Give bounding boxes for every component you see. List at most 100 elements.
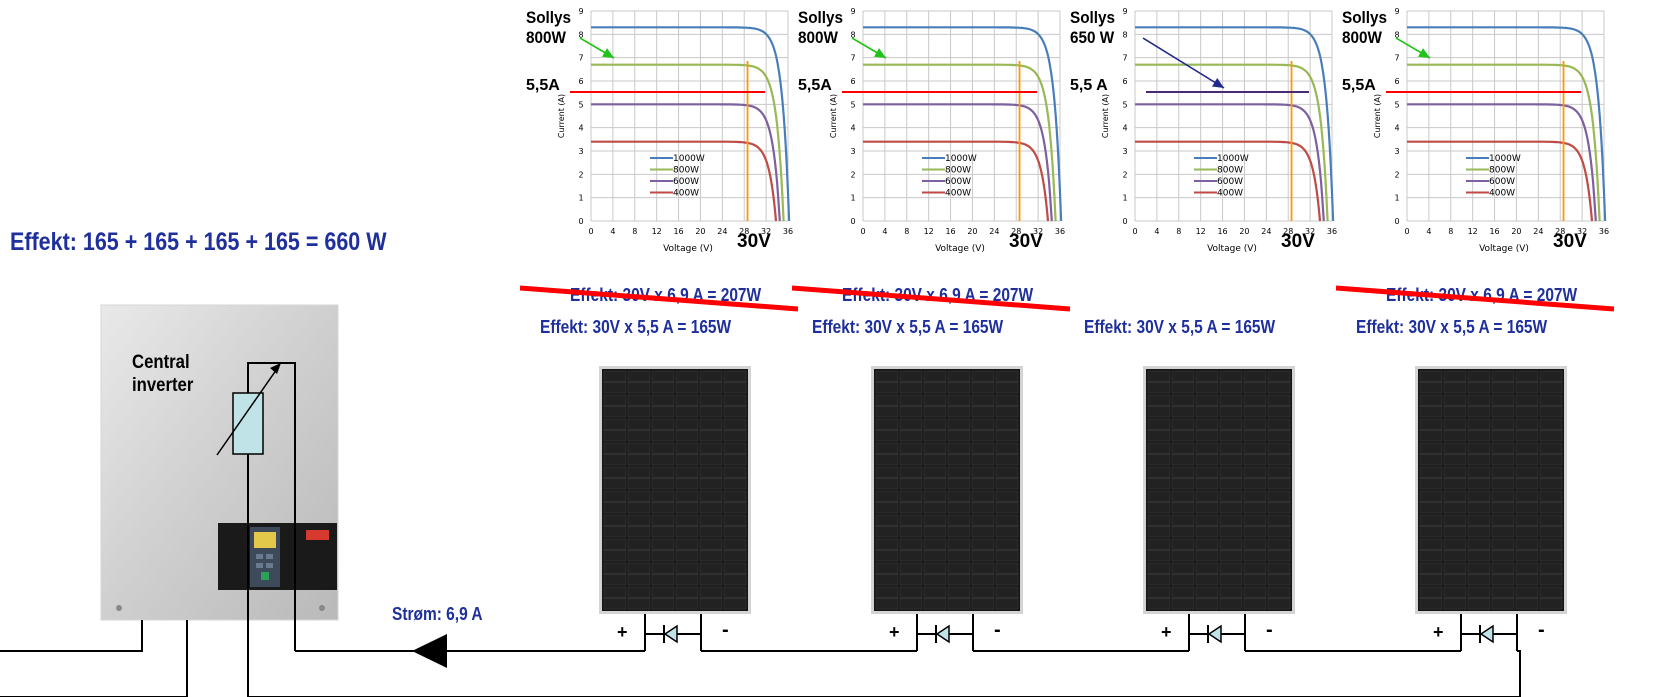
bypass-diode bbox=[916, 614, 974, 651]
legend-label: 800W bbox=[945, 166, 971, 176]
current-limit-label: 5,5A bbox=[526, 77, 560, 94]
legend-label: 1000W bbox=[1217, 154, 1249, 164]
y-tick-label: 1 bbox=[578, 194, 583, 203]
legend-label: 600W bbox=[1489, 177, 1515, 187]
pointer-arrow bbox=[1142, 37, 1225, 89]
y-tick-label: 5 bbox=[1122, 100, 1127, 109]
iv-curve bbox=[1407, 103, 1597, 222]
current-label: Strøm: 6,9 A bbox=[392, 604, 483, 624]
bypass-diode bbox=[644, 614, 702, 651]
regulator-symbol bbox=[232, 392, 264, 455]
pointer-arrowhead bbox=[873, 48, 886, 58]
minus-terminal: - bbox=[1538, 619, 1545, 641]
y-axis-label: Current (A) bbox=[557, 94, 566, 138]
iv-curve bbox=[591, 26, 791, 222]
y-tick-label: 5 bbox=[850, 100, 855, 109]
x-tick-label: 28 bbox=[739, 227, 749, 236]
sunlight-label: Sollys 650 W bbox=[1070, 8, 1116, 47]
pointer-arrowhead bbox=[1417, 48, 1430, 58]
y-tick-label: 6 bbox=[1122, 77, 1127, 86]
chart-overlay bbox=[570, 37, 765, 93]
y-tick-label: 8 bbox=[578, 30, 583, 39]
y-axis-label: Current (A) bbox=[829, 94, 838, 138]
y-tick-label: 8 bbox=[1122, 30, 1127, 39]
current-limit-label: 5,5A bbox=[798, 77, 832, 94]
x-tick-label: 16 bbox=[673, 227, 683, 236]
y-tick-label: 5 bbox=[578, 100, 583, 109]
y-tick-label: 1 bbox=[850, 194, 855, 203]
y-tick-label: 2 bbox=[578, 170, 583, 179]
y-tick-label: 4 bbox=[850, 124, 855, 133]
y-tick-label: 9 bbox=[1394, 7, 1399, 16]
x-tick-label: 0 bbox=[1404, 227, 1409, 236]
x-tick-label: 4 bbox=[882, 227, 887, 236]
iv-curve bbox=[1135, 63, 1329, 222]
y-tick-label: 0 bbox=[1394, 217, 1399, 226]
x-tick-label: 32 bbox=[1033, 227, 1043, 236]
y-tick-label: 2 bbox=[1122, 170, 1127, 179]
strike-line bbox=[1336, 285, 1615, 312]
iv-curve bbox=[591, 63, 785, 222]
y-tick-label: 0 bbox=[578, 217, 583, 226]
x-tick-label: 36 bbox=[783, 227, 793, 236]
sunlight-label: Sollys 800W bbox=[798, 8, 844, 47]
y-tick-label: 6 bbox=[1394, 77, 1399, 86]
x-tick-label: 4 bbox=[1154, 227, 1159, 236]
y-tick-label: 6 bbox=[850, 77, 855, 86]
plus-terminal: + bbox=[617, 622, 628, 642]
x-tick-label: 4 bbox=[1426, 227, 1431, 236]
y-tick-label: 0 bbox=[1122, 217, 1127, 226]
y-tick-label: 6 bbox=[578, 77, 583, 86]
y-tick-label: 9 bbox=[1122, 7, 1127, 16]
sunlight-label: Sollys 800W bbox=[526, 8, 572, 47]
x-tick-label: 4 bbox=[610, 227, 615, 236]
y-tick-label: 5 bbox=[1394, 100, 1399, 109]
legend-label: 800W bbox=[1489, 166, 1515, 176]
chart-overlay bbox=[1386, 37, 1581, 93]
voltage-label: 30V bbox=[1553, 231, 1587, 252]
legend-label: 400W bbox=[1489, 189, 1515, 199]
iv-curve bbox=[1407, 140, 1594, 222]
legend-label: 600W bbox=[673, 177, 699, 187]
iv-curve bbox=[1407, 63, 1601, 222]
struck-power-calc: Effekt: 30V x 6,9 A = 207W bbox=[1386, 285, 1578, 305]
legend-label: 1000W bbox=[673, 154, 705, 164]
struck-power-calc: Effekt: 30V x 6,9 A = 207W bbox=[570, 285, 762, 305]
legend-label: 600W bbox=[945, 177, 971, 187]
y-tick-label: 8 bbox=[850, 30, 855, 39]
x-axis-label: Voltage (V) bbox=[935, 244, 985, 254]
struck-power-calc: Effekt: 30V x 6,9 A = 207W bbox=[842, 285, 1034, 305]
x-tick-label: 24 bbox=[1261, 227, 1271, 236]
x-tick-label: 16 bbox=[1217, 227, 1227, 236]
y-tick-label: 3 bbox=[850, 147, 855, 156]
y-tick-label: 3 bbox=[1394, 147, 1399, 156]
x-tick-label: 8 bbox=[904, 227, 909, 236]
voltage-label: 30V bbox=[1009, 231, 1043, 252]
legend-label: 1000W bbox=[1489, 154, 1521, 164]
iv-curve bbox=[1135, 26, 1335, 222]
x-axis-label: Voltage (V) bbox=[663, 244, 713, 254]
chart-overlay bbox=[1142, 37, 1309, 93]
x-tick-label: 32 bbox=[1305, 227, 1315, 236]
x-tick-label: 16 bbox=[1489, 227, 1499, 236]
plus-terminal: + bbox=[889, 622, 900, 642]
legend-label: 800W bbox=[673, 166, 699, 176]
x-tick-label: 28 bbox=[1011, 227, 1021, 236]
x-tick-label: 0 bbox=[1132, 227, 1137, 236]
y-tick-label: 7 bbox=[850, 54, 855, 63]
y-tick-label: 9 bbox=[578, 7, 583, 16]
x-tick-label: 0 bbox=[588, 227, 593, 236]
power-calc: Effekt: 30V x 5,5 A = 165W bbox=[812, 317, 1004, 337]
return-wire bbox=[1517, 650, 1521, 697]
y-axis-label: Current (A) bbox=[1101, 94, 1110, 138]
x-tick-label: 32 bbox=[761, 227, 771, 236]
inverter-label: Central inverter bbox=[132, 352, 194, 396]
legend-label: 400W bbox=[673, 189, 699, 199]
current-limit-label: 5,5 A bbox=[1070, 77, 1108, 94]
